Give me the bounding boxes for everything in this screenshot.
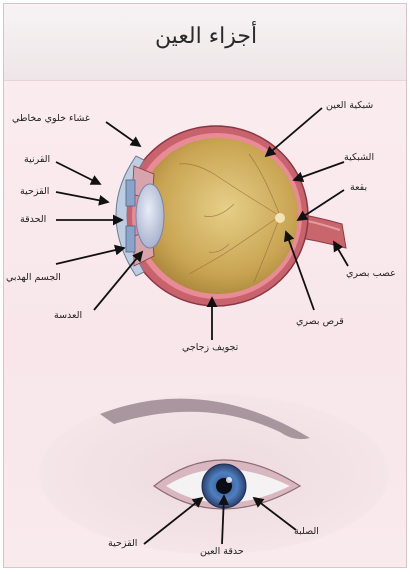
label-conjunctiva: غشاء خلوي مخاطي xyxy=(12,113,90,124)
arrow-ciliary xyxy=(56,248,124,264)
label-sclera: الصلبة xyxy=(294,526,319,537)
arrow-lens xyxy=(94,252,142,310)
label-outer-iris: القزحية xyxy=(108,538,137,549)
label-fovea: بقعة xyxy=(350,182,367,193)
arrow-iris xyxy=(56,192,108,202)
label-retina: الشبكية xyxy=(344,152,374,163)
label-optic-disc: قرص بصري xyxy=(296,316,344,327)
label-cornea: القرنية xyxy=(24,154,50,165)
label-pupil: الحدقة xyxy=(20,214,46,225)
label-vitreous: تجويف زجاجي xyxy=(182,342,238,353)
arrow-conjunctiva xyxy=(106,122,140,146)
label-optic-nerve: عصب بصري xyxy=(346,268,396,279)
lens-shape xyxy=(136,184,164,248)
label-lens: العدسة xyxy=(54,310,82,321)
arrow-choroid xyxy=(266,108,322,156)
label-choroid: شبكية العين xyxy=(326,100,373,111)
arrow-cornea xyxy=(56,162,100,184)
label-outer-pupil: حدقة العين xyxy=(200,546,244,557)
arrow-retina xyxy=(294,162,344,180)
optic-disc-shape xyxy=(275,213,285,223)
label-ciliary-body: الجسم الهدبي xyxy=(6,272,61,283)
eye-diagram xyxy=(4,4,407,568)
eye-anatomy-poster: أجزاء العين xyxy=(3,3,407,568)
pupil-glint xyxy=(226,477,232,483)
label-iris: القزحية xyxy=(20,186,49,197)
